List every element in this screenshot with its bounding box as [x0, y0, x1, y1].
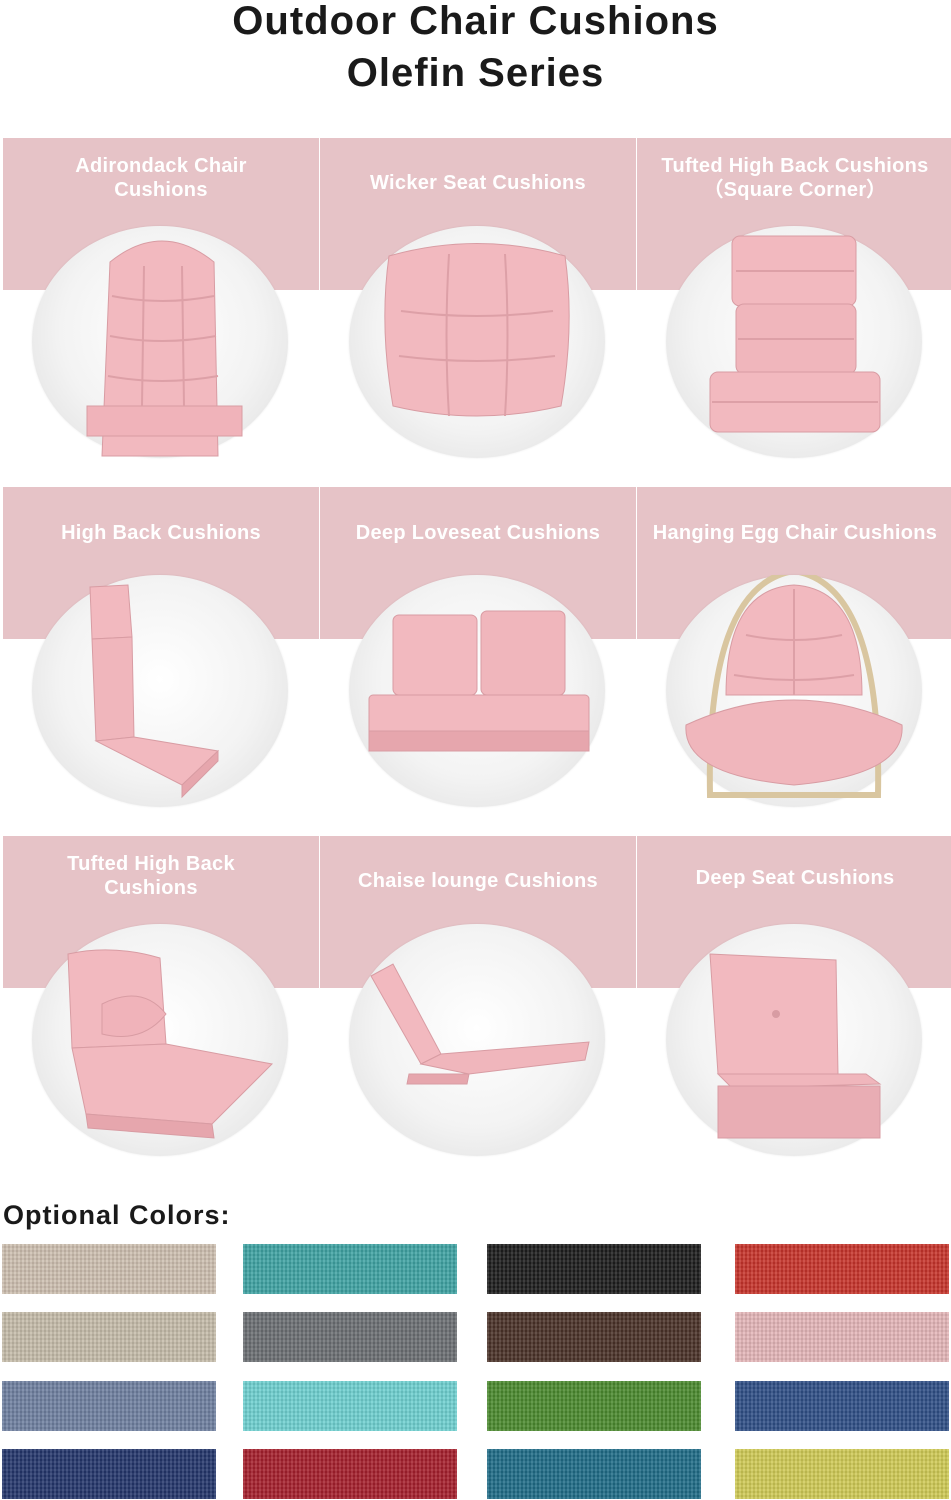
color-swatch [243, 1449, 457, 1499]
product-label: Deep Loveseat Cushions [355, 522, 601, 544]
product-label: Wicker Seat Cushions [370, 172, 586, 194]
color-swatch [243, 1381, 457, 1431]
color-swatch [735, 1244, 949, 1294]
product-label: Tufted High Back Cushions （Square Corner… [661, 155, 929, 201]
tufted-high-back-square-icon [709, 235, 881, 433]
product-label: High Back Cushions [61, 522, 261, 544]
page-title: Outdoor Chair Cushions [232, 0, 719, 43]
color-swatch [735, 1449, 949, 1499]
color-swatch [2, 1449, 216, 1499]
product-card-adirondack: Adirondack Chair Cushions [3, 138, 319, 468]
color-swatch [487, 1449, 701, 1499]
color-swatch [2, 1381, 216, 1431]
color-swatch [243, 1312, 457, 1362]
product-card-chaise: Chaise lounge Cushions [320, 836, 636, 1166]
product-card-deep-seat: Deep Seat Cushions [637, 836, 951, 1166]
color-swatch [2, 1244, 216, 1294]
chaise-lounge-cushion-icon [370, 963, 590, 1085]
color-swatch [735, 1381, 949, 1431]
loveseat-cushion-icon [368, 610, 590, 752]
color-swatch [487, 1381, 701, 1431]
product-label: Tufted High Back Cushions [67, 853, 235, 899]
adirondack-cushion-icon [86, 240, 243, 457]
egg-chair-cushion-icon [685, 575, 903, 798]
product-label: Hanging Egg Chair Cushions [652, 522, 938, 544]
deep-seat-cushion-icon [709, 953, 882, 1139]
color-swatch [487, 1312, 701, 1362]
color-swatch [243, 1244, 457, 1294]
color-swatch [735, 1312, 949, 1362]
color-swatch [2, 1312, 216, 1362]
product-card-egg-chair: Hanging Egg Chair Cushions [637, 487, 951, 817]
product-label: Chaise lounge Cushions [358, 870, 598, 892]
color-swatch [487, 1244, 701, 1294]
product-card-wicker: Wicker Seat Cushions [320, 138, 636, 468]
tufted-high-back-icon [67, 949, 274, 1139]
high-back-cushion-icon [89, 584, 220, 799]
page-subtitle: Olefin Series [346, 51, 605, 95]
optional-colors-title: Optional Colors: [3, 1200, 231, 1230]
product-card-tufted-high-back: Tufted High Back Cushions [3, 836, 319, 1166]
product-card-loveseat: Deep Loveseat Cushions [320, 487, 636, 817]
product-card-high-back: High Back Cushions [3, 487, 319, 817]
product-label: Adirondack Chair Cushions [75, 155, 247, 201]
product-circle [349, 924, 605, 1156]
wicker-seat-cushion-icon [384, 243, 570, 417]
product-card-tufted-square: Tufted High Back Cushions （Square Corner… [637, 138, 951, 468]
product-label: Deep Seat Cushions [695, 867, 895, 889]
